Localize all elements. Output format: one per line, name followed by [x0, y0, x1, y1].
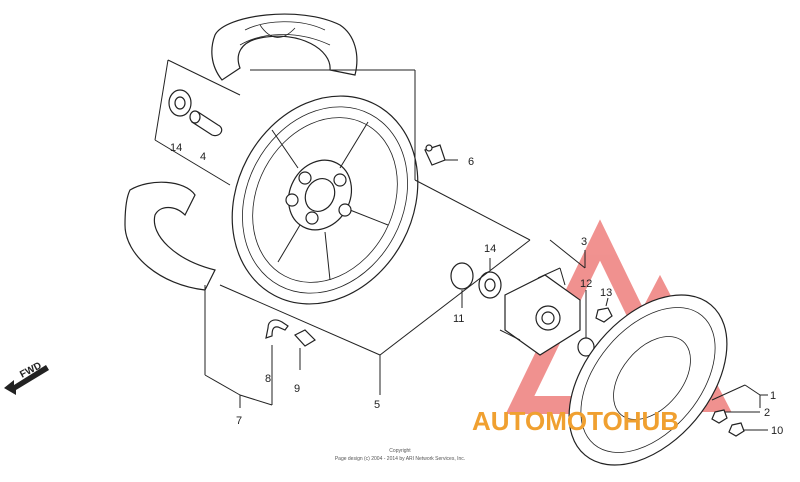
brake-disc-icon — [568, 294, 728, 466]
leader-lines — [154, 59, 768, 431]
part-label-13: 13 — [600, 287, 612, 299]
valve-stem-icon — [424, 144, 446, 166]
part-label-2: 2 — [764, 407, 770, 419]
tire-upper-icon — [211, 13, 358, 81]
part-label-14-bearing: 14 — [170, 142, 182, 154]
part-label-10: 10 — [771, 425, 783, 437]
part-label-12: 12 — [580, 278, 592, 290]
part-label-5: 5 — [374, 399, 380, 411]
bearing-left-icon — [168, 89, 192, 117]
disc-bolt-icon — [711, 409, 745, 437]
copyright-line-1: Copyright — [389, 448, 411, 454]
tire-lower-icon — [124, 181, 216, 291]
o-ring-icon — [450, 262, 474, 290]
watermark-text: AUTOMOTOHUB — [472, 406, 679, 436]
part-label-14-bearing-right: 14 — [484, 243, 496, 255]
part-label-8: 8 — [265, 373, 271, 385]
wheel-rim-icon — [231, 95, 419, 305]
forward-arrow-icon — [4, 365, 49, 395]
nut-icon — [595, 307, 613, 323]
watermark-auto: AUTO — [472, 406, 545, 436]
part-label-11: 11 — [453, 313, 464, 325]
watermark-moto: MOTO — [545, 406, 623, 436]
valve-cap-icon — [294, 329, 316, 347]
part-label-4: 4 — [200, 151, 206, 163]
part-label-6: 6 — [468, 156, 474, 168]
final-driven-flange-icon — [499, 267, 581, 356]
tire-valve-icon — [265, 319, 289, 339]
part-label-3: 3 — [581, 236, 587, 248]
watermark-hub: HUB — [623, 406, 679, 436]
bearing-right-icon — [478, 271, 502, 299]
copyright-line-2: Page design (c) 2004 - 2014 by ARI Netwo… — [335, 456, 465, 462]
collar-icon — [189, 110, 223, 137]
part-label-9: 9 — [294, 383, 300, 395]
part-label-1: 1 — [770, 390, 776, 402]
part-label-7: 7 — [236, 415, 242, 427]
